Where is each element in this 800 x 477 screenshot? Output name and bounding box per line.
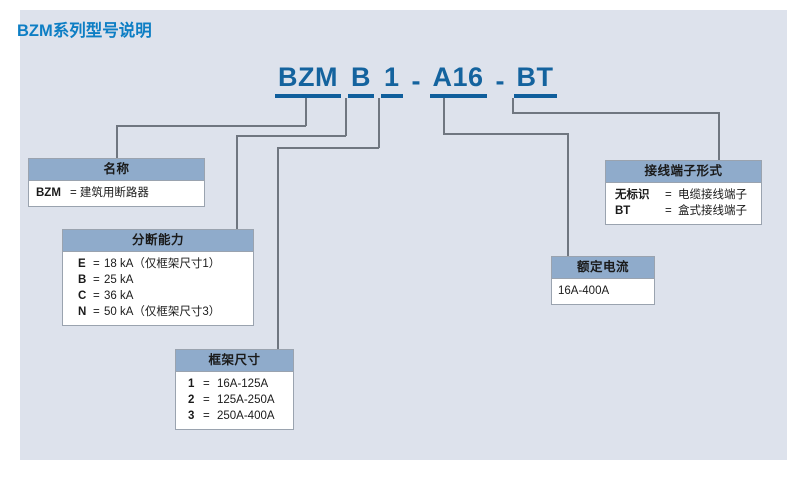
list-item: 3 = 250A-400A [188,408,285,424]
row-code: 3 [188,410,195,422]
row-value: 电缆接线端子 [678,189,747,201]
row-code: 无标识 [615,189,650,201]
model-token-frame: 1 [380,62,403,98]
connector-breaking-across [236,135,346,137]
connector-frame-drop [378,98,380,148]
connector-breaking-down [236,135,238,230]
box-breaking-capacity-header: 分断能力 [63,230,253,252]
row-value: 16A-400A [558,285,610,297]
box-terminal-type-body: 无标识 = 电缆接线端子 BT = 盒式接线端子 [606,183,761,224]
model-number: BZM B 1 - A16 - BT [275,62,557,98]
box-frame-size-header: 框架尺寸 [176,350,293,372]
model-dash-2: - [495,66,505,96]
list-item: 1 = 16A-125A [188,376,285,392]
box-name-body: BZM = 建筑用断路器 [29,181,204,206]
box-name: 名称 BZM = 建筑用断路器 [28,158,205,207]
row-eq: = [665,189,672,201]
connector-bzm-down [116,125,118,159]
list-item: BZM = 建筑用断路器 [36,185,196,201]
row-value: 250A-400A [217,410,275,422]
row-code: 1 [188,378,195,390]
model-token-bzm: BZM [275,62,341,98]
list-item: E = 18 kA（仅框架尺寸1） [78,256,245,272]
box-terminal-type-header: 接线端子形式 [606,161,761,183]
list-item: N = 50 kA（仅框架尺寸3） [78,304,245,320]
list-item: 2 = 125A-250A [188,392,285,408]
row-eq: = [93,274,100,286]
list-item: BT = 盒式接线端子 [615,203,753,219]
row-code: BZM [36,187,61,199]
row-code: C [78,290,87,302]
connector-current-across [443,133,569,135]
connector-frame-down [277,147,279,350]
row-code: BT [615,205,631,217]
connector-frame-across [277,147,379,149]
box-rated-current-body: 16A-400A [552,279,654,304]
model-token-terminal: BT [513,62,557,98]
box-breaking-capacity-body: E = 18 kA（仅框架尺寸1） B = 25 kA C = 36 kA N = 50 kA（… [63,252,253,325]
row-value: 盒式接线端子 [678,205,747,217]
list-item: C = 36 kA [78,288,245,304]
connector-terminal-down [718,112,720,161]
row-eq: = [203,394,210,406]
box-breaking-capacity: 分断能力 E = 18 kA（仅框架尺寸1） B = 25 kA C = 36 kA N = 5… [62,229,254,326]
list-item: B = 25 kA [78,272,245,288]
row-eq: = [93,290,100,302]
row-code: E [78,258,86,270]
page-title: BZM系列型号说明 [17,22,152,40]
row-eq: = [665,205,672,217]
connector-current-down [567,133,569,257]
row-value: 建筑用断路器 [79,187,149,199]
row-value: 18 kA（仅框架尺寸1） [104,258,221,270]
row-code: 2 [188,394,195,406]
row-eq: = [203,410,210,422]
row-eq: = [93,258,100,270]
list-item: 16A-400A [558,283,646,299]
connector-bzm-across [116,125,306,127]
row-code: N [78,306,87,318]
connector-bzm-drop [305,98,307,126]
box-name-header: 名称 [29,159,204,181]
row-value: 25 kA [104,274,134,286]
box-frame-size: 框架尺寸 1 = 16A-125A 2 = 125A-250A 3 = 250A-400A [175,349,294,430]
connector-current-drop [443,98,445,134]
model-token-breaking: B [347,62,374,98]
box-frame-size-body: 1 = 16A-125A 2 = 125A-250A 3 = 250A-400A [176,372,293,429]
box-terminal-type: 接线端子形式 无标识 = 电缆接线端子 BT = 盒式接线端子 [605,160,762,225]
connector-breaking-drop [345,98,347,136]
row-code: B [78,274,87,286]
row-value: 125A-250A [217,394,275,406]
row-value: 50 kA（仅框架尺寸3） [104,306,221,318]
model-token-current: A16 [429,62,487,98]
connector-terminal-drop [512,98,514,114]
box-rated-current-header: 额定电流 [552,257,654,279]
row-eq: = [70,187,77,199]
row-eq: = [93,306,100,318]
row-value: 36 kA [104,290,134,302]
model-dash-1: - [411,66,421,96]
list-item: 无标识 = 电缆接线端子 [615,187,753,203]
connector-terminal-across [512,112,720,114]
row-eq: = [203,378,210,390]
box-rated-current: 额定电流 16A-400A [551,256,655,305]
row-value: 16A-125A [217,378,269,390]
